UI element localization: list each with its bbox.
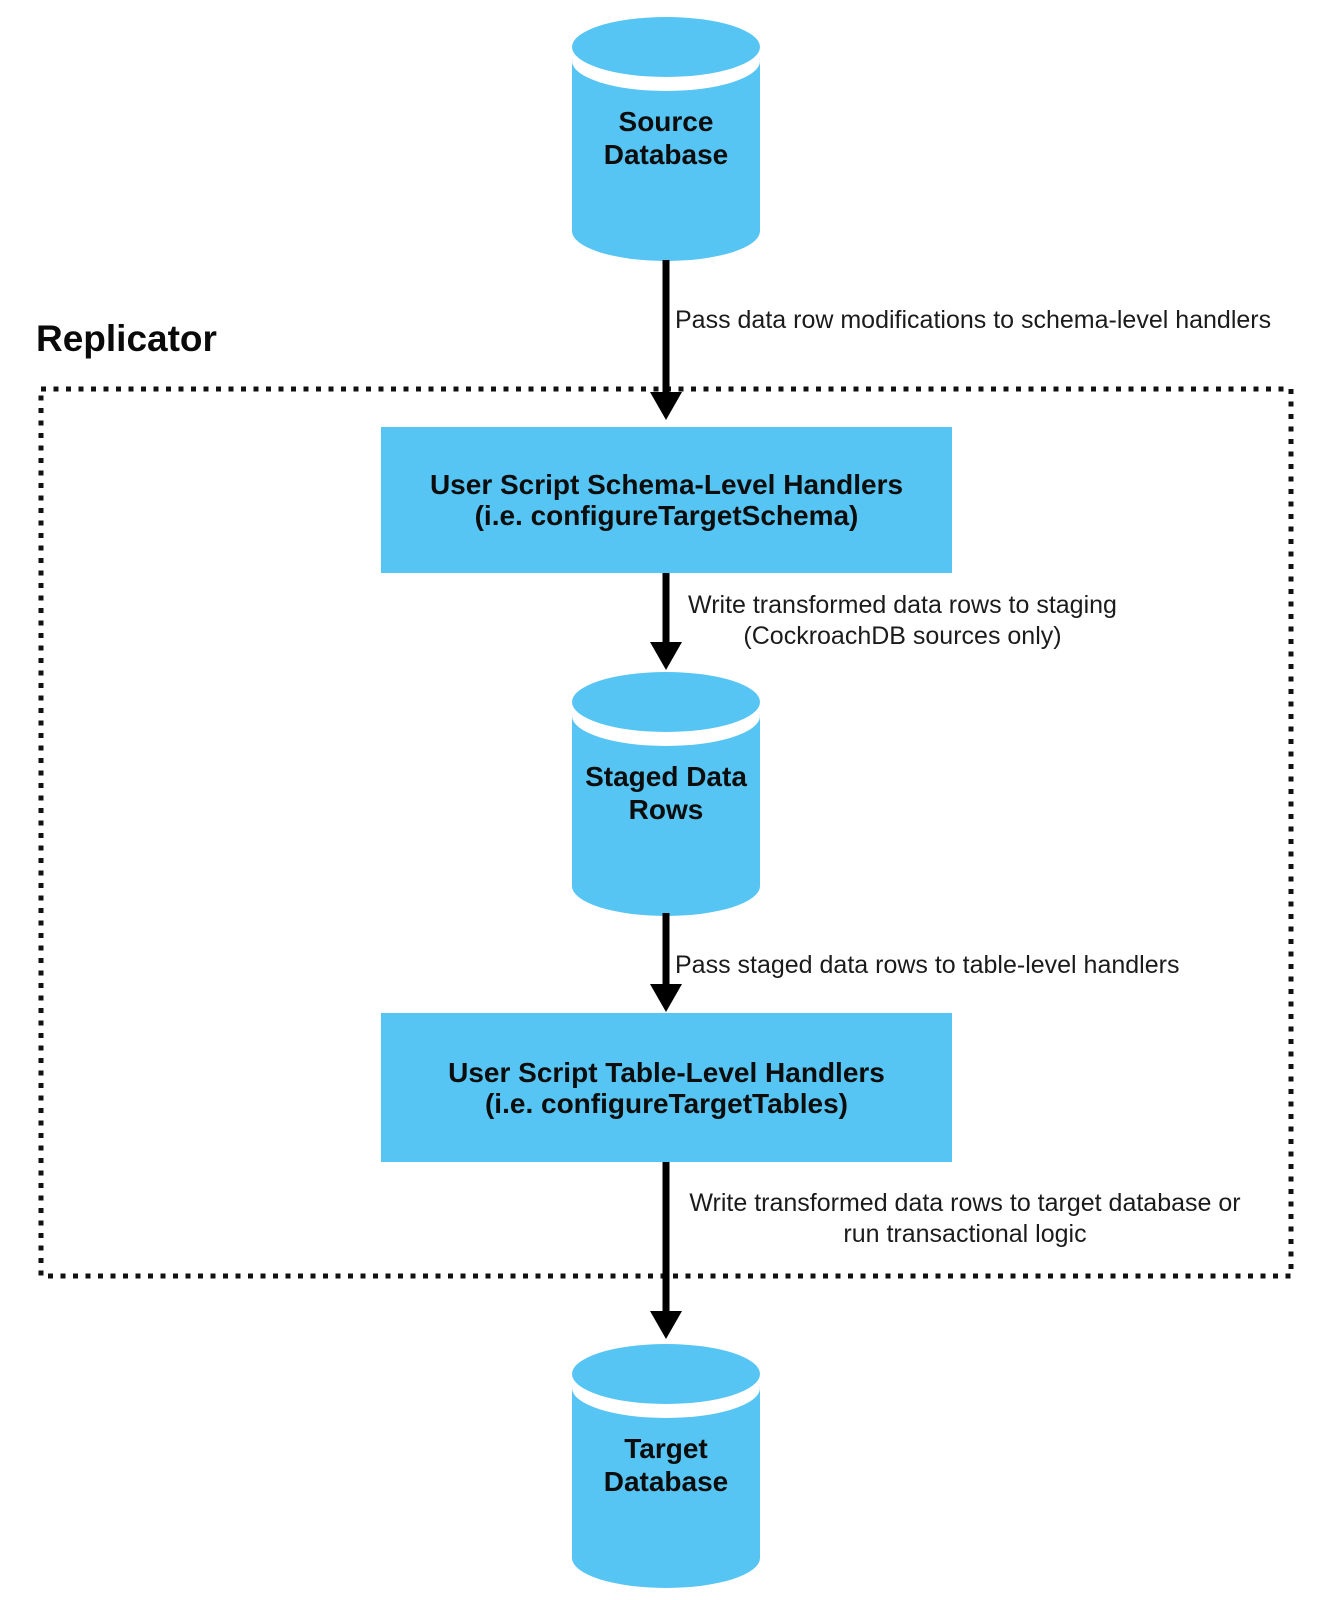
- edge-label-table-to-target-line2: run transactional logic: [843, 1220, 1087, 1248]
- cylinder-body: [572, 59, 760, 261]
- edge-label-staged-to-table: Pass staged data rows to table-level han…: [675, 951, 1180, 979]
- staged-data-rows-label-line2: Rows: [628, 794, 704, 825]
- table-level-handlers-box: User Script Table-Level Handlers (i.e. c…: [381, 1013, 952, 1162]
- table-level-handlers-line1: User Script Table-Level Handlers: [448, 1056, 885, 1088]
- edge-label-schema-to-staged-line1: Write transformed data rows to staging: [688, 591, 1117, 619]
- arrow-table-to-target: [650, 1162, 682, 1339]
- target-database-label-line2: Database: [603, 1466, 729, 1497]
- schema-level-handlers-box: User Script Schema-Level Handlers (i.e. …: [381, 427, 952, 573]
- table-level-handlers-line2: (i.e. configureTargetTables): [484, 1087, 848, 1119]
- edge-label-table-to-target-line1: Write transformed data rows to target da…: [689, 1189, 1241, 1217]
- source-database-label-line2: Database: [603, 139, 729, 170]
- cylinder-body: [572, 1386, 760, 1588]
- staged-data-rows-label-line1: Staged Data: [585, 761, 747, 792]
- target-database-cylinder-icon: [572, 1344, 760, 1588]
- edge-label-schema-to-staged: Write transformed data rows to staging (…: [670, 590, 1135, 652]
- arrow-head: [650, 984, 682, 1012]
- target-database-label: Target Database: [572, 1432, 760, 1498]
- cylinder-body: [572, 714, 760, 916]
- staged-data-rows-label: Staged Data Rows: [572, 760, 760, 826]
- source-database-label: Source Database: [572, 105, 760, 171]
- arrow-staged-to-table: [650, 913, 682, 1012]
- schema-level-handlers-line2: (i.e. configureTargetSchema): [474, 500, 859, 531]
- edge-label-source-to-schema: Pass data row modifications to schema-le…: [675, 306, 1272, 334]
- arrow-head: [650, 642, 682, 670]
- schema-level-handlers-line1: User Script Schema-Level Handlers: [429, 469, 904, 500]
- source-database-label-line1: Source: [618, 106, 714, 137]
- edge-label-table-to-target: Write transformed data rows to target da…: [660, 1188, 1270, 1250]
- target-database-label-line1: Target: [624, 1433, 708, 1464]
- staged-data-rows-cylinder-icon: [572, 672, 760, 916]
- replicator-label: Replicator: [36, 318, 217, 359]
- arrow-head: [650, 1311, 682, 1339]
- cylinder-lid: [572, 17, 760, 77]
- cylinder-lid: [572, 672, 760, 732]
- edge-label-schema-to-staged-line2: (CockroachDB sources only): [743, 622, 1062, 650]
- cylinder-lid: [572, 1344, 760, 1404]
- source-database-cylinder-icon: [572, 17, 760, 261]
- arrow-source-to-schema: [650, 260, 682, 420]
- arrow-schema-to-staged: [650, 573, 682, 670]
- arrow-head: [650, 392, 682, 420]
